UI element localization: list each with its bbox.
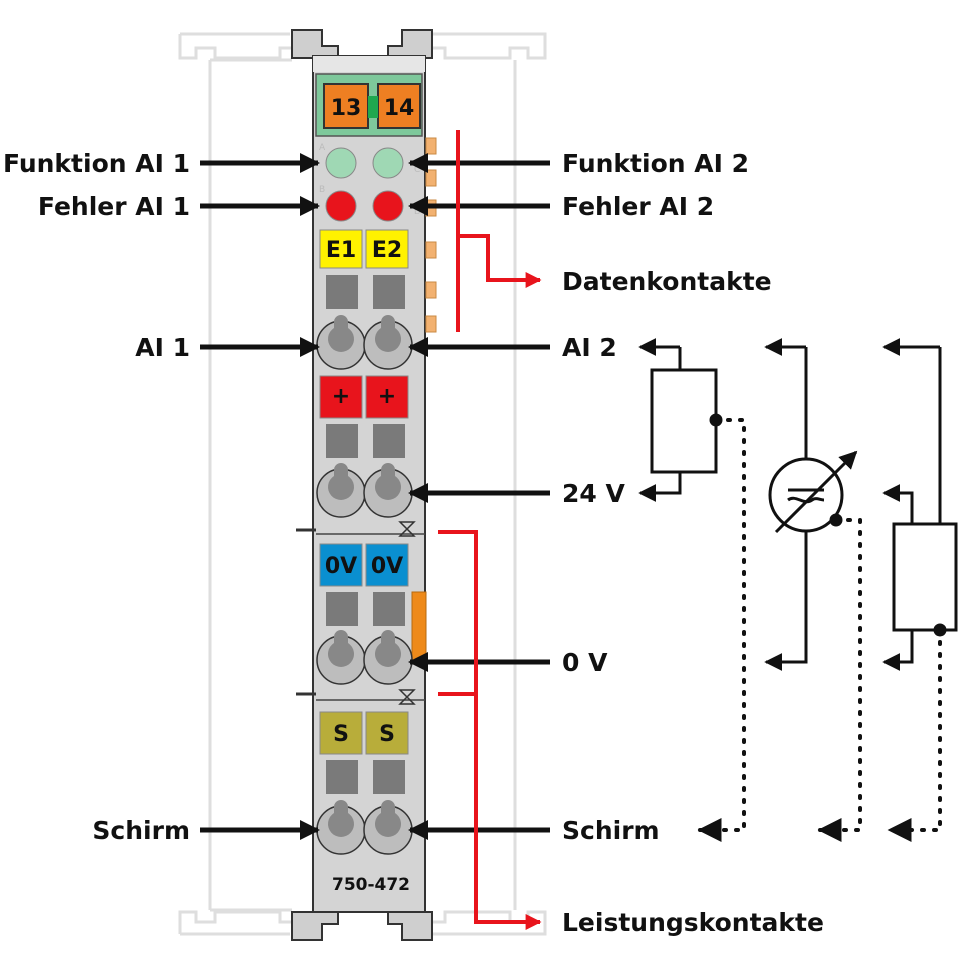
terminal-row-shield: S S <box>316 711 413 855</box>
led-error-ai2 <box>372 190 404 222</box>
model-number: 750-472 <box>332 875 410 895</box>
data-contact-pins <box>425 137 437 333</box>
connector-label-14: 14 <box>384 96 415 121</box>
tag-e2: E2 <box>372 238 402 263</box>
tag-e1: E1 <box>326 238 356 263</box>
label-error-ai2: Fehler AI 2 <box>562 192 714 221</box>
led-function-ai2 <box>372 147 404 179</box>
label-ai2: AI 2 <box>562 333 617 362</box>
led-letter-c: C <box>414 165 420 175</box>
tag-s-1: S <box>333 722 349 747</box>
connector-label-13: 13 <box>331 96 362 121</box>
tag-0v-1: 0V <box>325 554 357 579</box>
label-24v: 24 V <box>562 479 625 508</box>
right-callouts: Funktion AI 2 Fehler AI 2 Datenkontakte … <box>408 149 824 937</box>
tag-plus-1: + <box>332 384 350 409</box>
label-error-ai1: Fehler AI 1 <box>38 192 190 221</box>
label-power-contacts: Leistungskontakte <box>562 908 824 937</box>
data-contacts-bracket <box>456 130 542 332</box>
led-letter-b: B <box>319 185 325 195</box>
tag-plus-2: + <box>378 384 396 409</box>
connector-13-14: 13 14 <box>315 73 423 137</box>
tag-0v-2: 0V <box>371 554 403 579</box>
tag-s-2: S <box>379 722 395 747</box>
sensor-transmitter <box>764 338 862 842</box>
label-shield-left: Schirm <box>92 816 190 845</box>
terminal-row-zero-volt: 0V 0V <box>316 543 427 685</box>
sensor-resistor-two-wire <box>882 338 958 842</box>
sensor-potentiometer <box>638 338 746 842</box>
power-jumper-icon-2 <box>398 689 416 705</box>
label-data-contacts: Datenkontakte <box>562 267 772 296</box>
led-error-ai1 <box>325 190 357 222</box>
adjacent-module-outline <box>178 32 547 936</box>
terminal-row-supply: + + <box>316 375 413 518</box>
terminal-row-inputs: E1 E2 <box>316 229 413 370</box>
led-function-ai1 <box>325 147 357 179</box>
left-callouts: Funktion AI 1 Fehler AI 1 AI 1 Schirm <box>3 149 320 845</box>
io-module: 13 14 A B C D E1 E2 <box>291 29 437 941</box>
label-function-ai1: Funktion AI 1 <box>3 149 190 178</box>
power-contact-orange <box>411 591 427 665</box>
led-letter-a: A <box>319 143 326 153</box>
power-jumper-icon <box>398 521 416 537</box>
label-0v: 0 V <box>562 648 608 677</box>
label-ai1: AI 1 <box>135 333 190 362</box>
label-function-ai2: Funktion AI 2 <box>562 149 749 178</box>
label-shield-right: Schirm <box>562 816 660 845</box>
power-contacts-bracket <box>438 530 542 930</box>
